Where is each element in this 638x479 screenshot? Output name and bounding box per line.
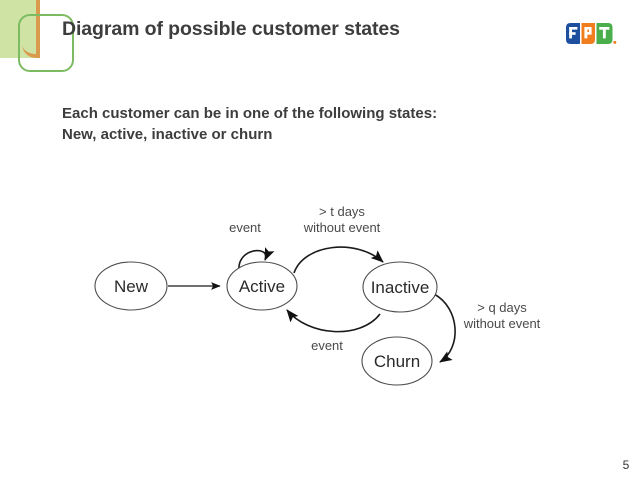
decoration-orange-curve (22, 44, 40, 58)
node-new-label: New (114, 277, 149, 296)
edge-label-self-loop-event: event (229, 220, 261, 235)
node-inactive: Inactive (362, 261, 438, 313)
node-active-label: Active (239, 277, 285, 296)
page-number: 5 (622, 458, 630, 472)
page-title: Diagram of possible customer states (62, 18, 400, 40)
node-active: Active (226, 261, 298, 311)
edge-inactive-to-active (286, 309, 381, 333)
fpt-logo-t-icon (596, 23, 613, 44)
fpt-logo (565, 21, 617, 46)
fpt-logo-p-icon (581, 23, 595, 44)
decoration-orange-bar (36, 0, 40, 58)
edge-inactive-to-churn (433, 293, 456, 363)
edge-active-to-inactive (293, 246, 384, 274)
edge-label-bottom-event: event (311, 338, 343, 353)
customer-states-diagram: New Active Inactive Churn event > t days… (80, 190, 580, 395)
edge-label-t-days-line2: without event (303, 220, 381, 235)
fpt-logo-dot-icon (613, 40, 617, 44)
edge-label-t-days-line1: > t days (319, 204, 365, 219)
fpt-logo-f-icon (566, 23, 580, 44)
decoration-green-rounded-outline (18, 14, 74, 72)
node-new: New (94, 261, 168, 311)
body-text: Each customer can be in one of the follo… (62, 105, 438, 143)
edge-label-q-days-line2: without event (463, 316, 541, 331)
edge-label-q-days-line1: > q days (477, 300, 527, 315)
node-churn-label: Churn (374, 352, 420, 371)
node-inactive-label: Inactive (371, 278, 430, 297)
node-churn: Churn (361, 336, 433, 386)
